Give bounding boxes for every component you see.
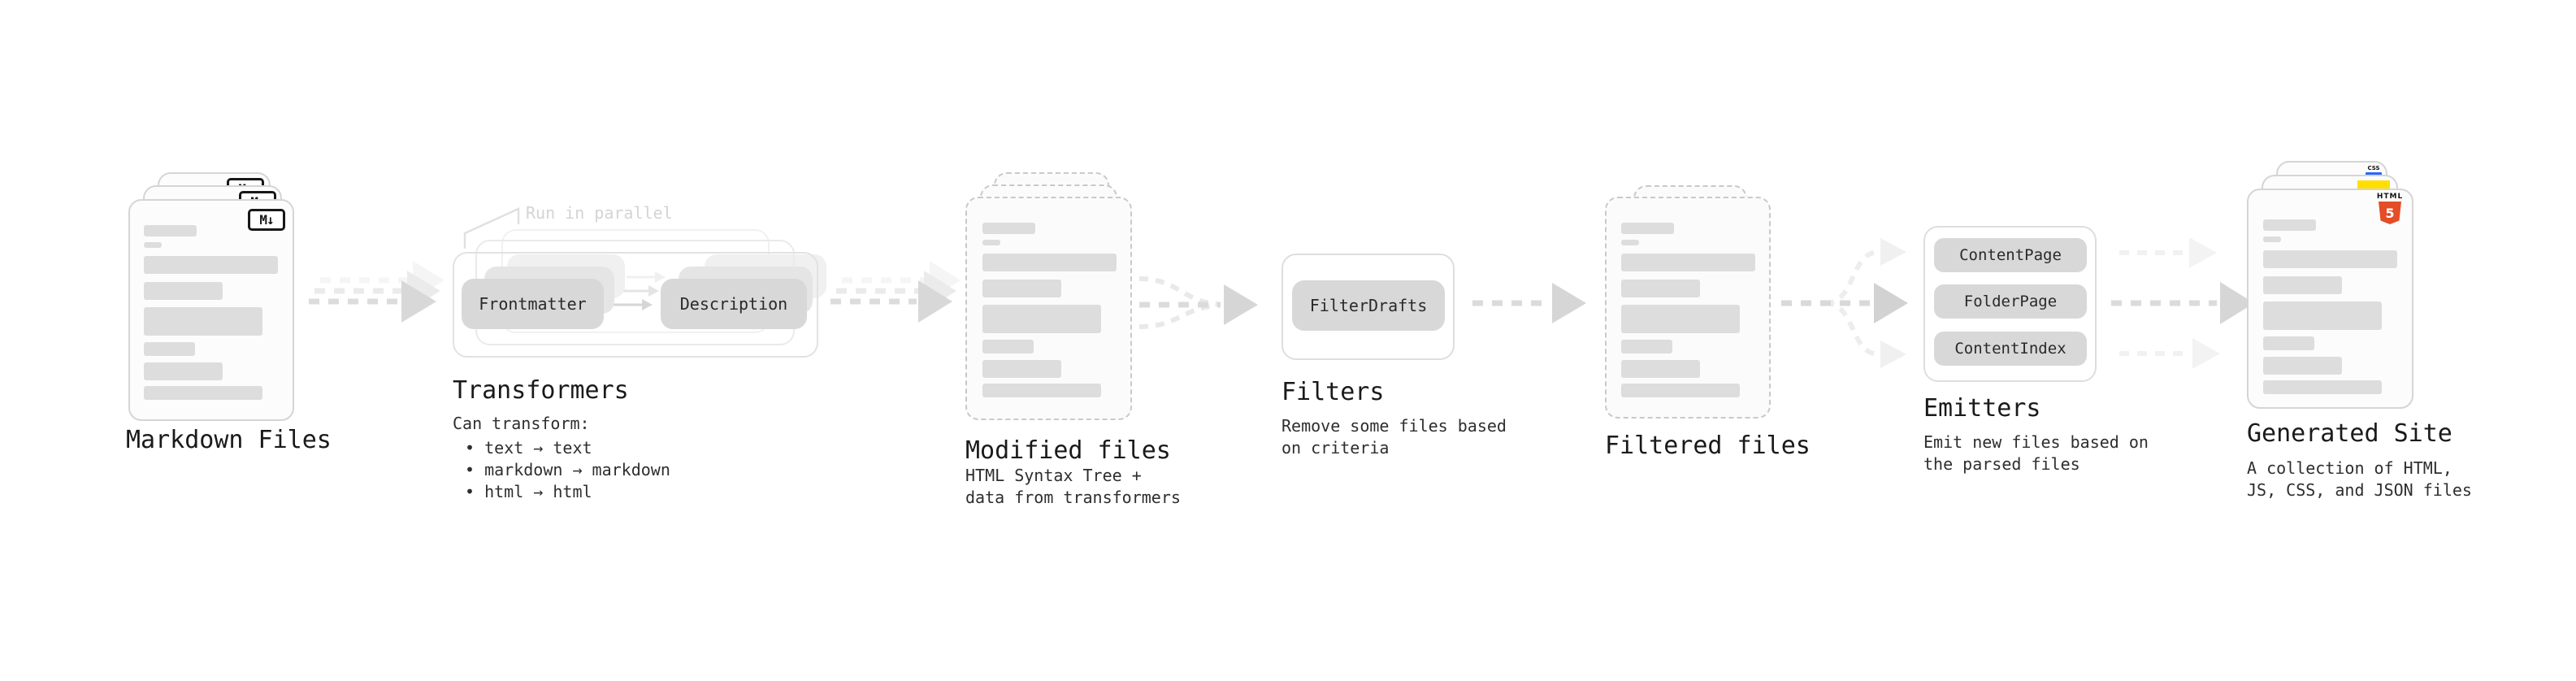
emitters-box: [1923, 226, 2097, 382]
skeleton-line: [982, 280, 1061, 297]
skeleton-line: [2263, 250, 2397, 268]
skeleton-line: [144, 242, 162, 248]
skeleton-line: [982, 254, 1117, 271]
skeleton-line: [982, 340, 1034, 354]
arrow-emitters-to-site: [2111, 237, 2254, 369]
skeleton-line: [2263, 236, 2281, 242]
filtered-files-title: Filtered files: [1605, 432, 1811, 460]
skeleton-line: [2263, 357, 2342, 375]
modified-files-title: Modified files: [965, 436, 1171, 465]
skeleton-line: [1621, 280, 1700, 297]
run-in-parallel-annotation: Run in parallel: [526, 203, 673, 223]
skeleton-line: [982, 360, 1061, 378]
skeleton-line: [1621, 240, 1639, 245]
markdown-icon: M↓: [248, 209, 285, 231]
skeleton-line: [144, 342, 195, 356]
emitters-title: Emitters: [1923, 394, 2041, 423]
skeleton-line: [1621, 384, 1740, 397]
note-line: HTML Syntax Tree +: [965, 466, 1142, 485]
arrow-filtered-to-emitters: [1781, 238, 1908, 368]
markdown-files-title: Markdown Files: [126, 426, 332, 454]
skeleton-line: [1621, 254, 1755, 271]
skeleton-line: [982, 305, 1101, 333]
markdown-file-card-front: M↓: [128, 199, 294, 421]
skeleton-line: [2263, 219, 2316, 231]
skeleton-line: [144, 362, 223, 380]
arrow-filters-to-filtered: [1472, 283, 1586, 323]
bullet-item: • html → html: [465, 482, 592, 501]
pill-folderpage: FolderPage: [1934, 284, 2087, 319]
generated-site-note: A collection of HTML, JS, CSS, and JSON …: [2247, 458, 2472, 501]
note-line: Remove some files based: [1281, 416, 1507, 436]
skeleton-line: [2263, 301, 2382, 330]
note-line: JS, CSS, and JSON files: [2247, 480, 2472, 500]
skeleton-line: [982, 240, 1000, 245]
run-in-parallel-leader-line: [463, 207, 520, 249]
skeleton-line: [144, 256, 278, 274]
skeleton-line: [144, 307, 262, 336]
skeleton-line: [2263, 336, 2314, 350]
pill-frontmatter: Frontmatter: [462, 279, 604, 329]
bullet-item: • text → text: [465, 438, 592, 458]
modified-file-card-front: [965, 197, 1132, 420]
filtered-file-card-front: [1605, 197, 1771, 419]
note-line: Emit new files based on: [1923, 432, 2149, 452]
js-icon: [2357, 180, 2390, 191]
transformers-bullet-list: • text → text • markdown → markdown • ht…: [465, 437, 670, 503]
arrow-frontmatter-to-description: [614, 271, 666, 310]
skeleton-line: [982, 384, 1101, 397]
skeleton-line: [144, 386, 262, 400]
bullet-item: • markdown → markdown: [465, 460, 670, 479]
note-line: A collection of HTML,: [2247, 458, 2452, 478]
note-line: on criteria: [1281, 438, 1390, 458]
pill-contentindex: ContentIndex: [1934, 332, 2087, 366]
arrow-modified-to-filters: [1138, 276, 1258, 329]
skeleton-line: [982, 223, 1035, 234]
skeleton-line: [1621, 223, 1674, 234]
skeleton-line: [1621, 305, 1740, 333]
arrow-transformers-to-modified: [830, 261, 961, 323]
filters-note: Remove some files based on criteria: [1281, 415, 1507, 459]
skeleton-line: [1621, 360, 1700, 378]
pill-contentpage: ContentPage: [1934, 238, 2087, 272]
modified-files-note: HTML Syntax Tree + data from transformer…: [965, 465, 1181, 509]
transformer-run-box-front: [453, 252, 818, 358]
skeleton-line: [2263, 276, 2342, 294]
site-file-card-front: HTML 5: [2247, 189, 2413, 409]
skeleton-line: [144, 282, 223, 300]
skeleton-line: [144, 225, 197, 236]
note-line: the parsed files: [1923, 454, 2080, 474]
skeleton-line: [2263, 380, 2382, 394]
transformers-title: Transformers: [453, 376, 629, 405]
css-icon: CSS: [2366, 166, 2382, 176]
html5-icon: HTML 5: [2371, 193, 2409, 224]
filters-box: [1281, 254, 1455, 360]
pill-filterdrafts: FilterDrafts: [1292, 280, 1445, 331]
note-line: data from transformers: [965, 488, 1181, 507]
transformers-note-heading: Can transform:: [453, 414, 590, 433]
generated-site-title: Generated Site: [2247, 419, 2452, 448]
pill-description: Description: [661, 279, 807, 329]
emitters-note: Emit new files based on the parsed files: [1923, 432, 2149, 475]
skeleton-line: [1621, 340, 1672, 354]
arrow-markdown-to-transformers: [309, 261, 445, 323]
filters-title: Filters: [1281, 378, 1385, 406]
